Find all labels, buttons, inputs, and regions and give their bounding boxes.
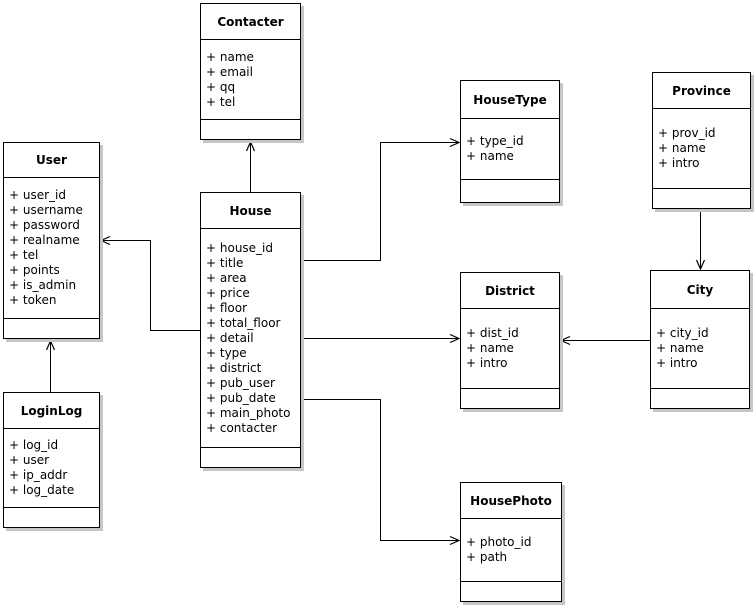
class-district: District + dist_id + name + intro — [460, 272, 560, 409]
attribute-compartment: + log_id + user + ip_addr + log_date — [4, 429, 99, 507]
attribute-compartment: + prov_id + name + intro — [653, 109, 750, 188]
attribute: + password — [9, 218, 80, 232]
attribute: + pub_date — [206, 390, 276, 405]
attribute: + user_id — [9, 188, 66, 202]
attribute: + name — [656, 341, 704, 355]
attribute: + log_date — [9, 483, 75, 497]
attribute-compartment: + user_id + username + password + realna… — [4, 178, 99, 318]
class-title: House — [201, 193, 300, 229]
operations-compartment — [4, 318, 99, 338]
attribute: + prov_id — [658, 126, 716, 140]
attribute-compartment: + photo_id + path — [461, 519, 561, 581]
class-title: User — [4, 143, 99, 178]
class-user: User + user_id + username + password + r… — [3, 142, 100, 339]
class-title: District — [461, 273, 559, 309]
attribute: + floor — [206, 300, 248, 315]
class-housephoto: HousePhoto + photo_id + path — [460, 482, 562, 602]
class-title: Province — [653, 73, 750, 109]
attribute: + intro — [656, 356, 698, 370]
attribute: + type — [206, 345, 247, 360]
attribute: + name — [466, 341, 514, 355]
attribute: + photo_id — [466, 535, 532, 549]
operations-compartment — [651, 388, 749, 408]
operations-compartment — [201, 119, 300, 139]
attribute: + ip_addr — [9, 468, 68, 482]
attribute: + intro — [466, 356, 508, 370]
operations-compartment — [461, 581, 561, 601]
connector-house-housetype — [301, 137, 461, 261]
attribute-compartment: + type_id + name — [461, 119, 559, 179]
attribute: + contacter — [206, 420, 278, 435]
class-city: City + city_id + name + intro — [650, 270, 750, 409]
class-title: HouseType — [461, 81, 559, 119]
attribute-compartment: + dist_id + name + intro — [461, 309, 559, 388]
attribute: + tel — [206, 94, 236, 109]
attribute: + price — [206, 285, 250, 300]
attribute-compartment: + city_id + name + intro — [651, 309, 749, 388]
class-housetype: HouseType + type_id + name — [460, 80, 560, 203]
operations-compartment — [461, 388, 559, 408]
class-title: HousePhoto — [461, 483, 561, 519]
attribute: + city_id — [656, 326, 709, 340]
attribute: + username — [9, 203, 83, 217]
attribute: + log_id — [9, 438, 59, 452]
attribute: + detail — [206, 330, 254, 345]
attribute: + name — [658, 141, 706, 155]
attribute: + tel — [9, 248, 39, 262]
attribute: + qq — [206, 79, 236, 94]
class-contacter: Contacter + name + email + qq + tel — [200, 3, 301, 140]
attribute: + type_id — [466, 134, 524, 148]
class-title: City — [651, 271, 749, 309]
attribute: + name — [466, 149, 514, 163]
attribute: + email — [206, 64, 253, 79]
class-title: LoginLog — [4, 393, 99, 429]
attribute: + token — [9, 293, 57, 307]
attribute: + path — [466, 550, 508, 564]
attribute: + points — [9, 263, 60, 277]
operations-compartment — [4, 507, 99, 527]
attribute: + title — [206, 255, 244, 270]
attribute: + house_id — [206, 240, 274, 255]
class-house: House + house_id + title + area + price … — [200, 192, 301, 468]
connector-house-housephoto — [301, 399, 461, 546]
attribute: + intro — [658, 156, 700, 170]
connector-house-user — [99, 235, 200, 331]
attribute: + total_floor — [206, 315, 281, 330]
operations-compartment — [201, 447, 300, 467]
attribute: + name — [206, 49, 254, 64]
attribute: + pub_user — [206, 375, 275, 390]
operations-compartment — [461, 179, 559, 202]
attribute: + area — [206, 270, 247, 285]
attribute-compartment: + house_id + title + area + price + floo… — [201, 229, 300, 447]
attribute: + main_photo — [206, 405, 291, 420]
class-title: Contacter — [201, 4, 300, 40]
class-loginlog: LoginLog + log_id + user + ip_addr + log… — [3, 392, 100, 528]
attribute: + realname — [9, 233, 80, 247]
class-province: Province + prov_id + name + intro — [652, 72, 751, 209]
attribute: + district — [206, 360, 262, 375]
attribute-compartment: + name + email + qq + tel — [201, 40, 300, 119]
operations-compartment — [653, 188, 750, 208]
attribute: + user — [9, 453, 50, 467]
attribute: + is_admin — [9, 278, 77, 292]
attribute: + dist_id — [466, 326, 519, 340]
